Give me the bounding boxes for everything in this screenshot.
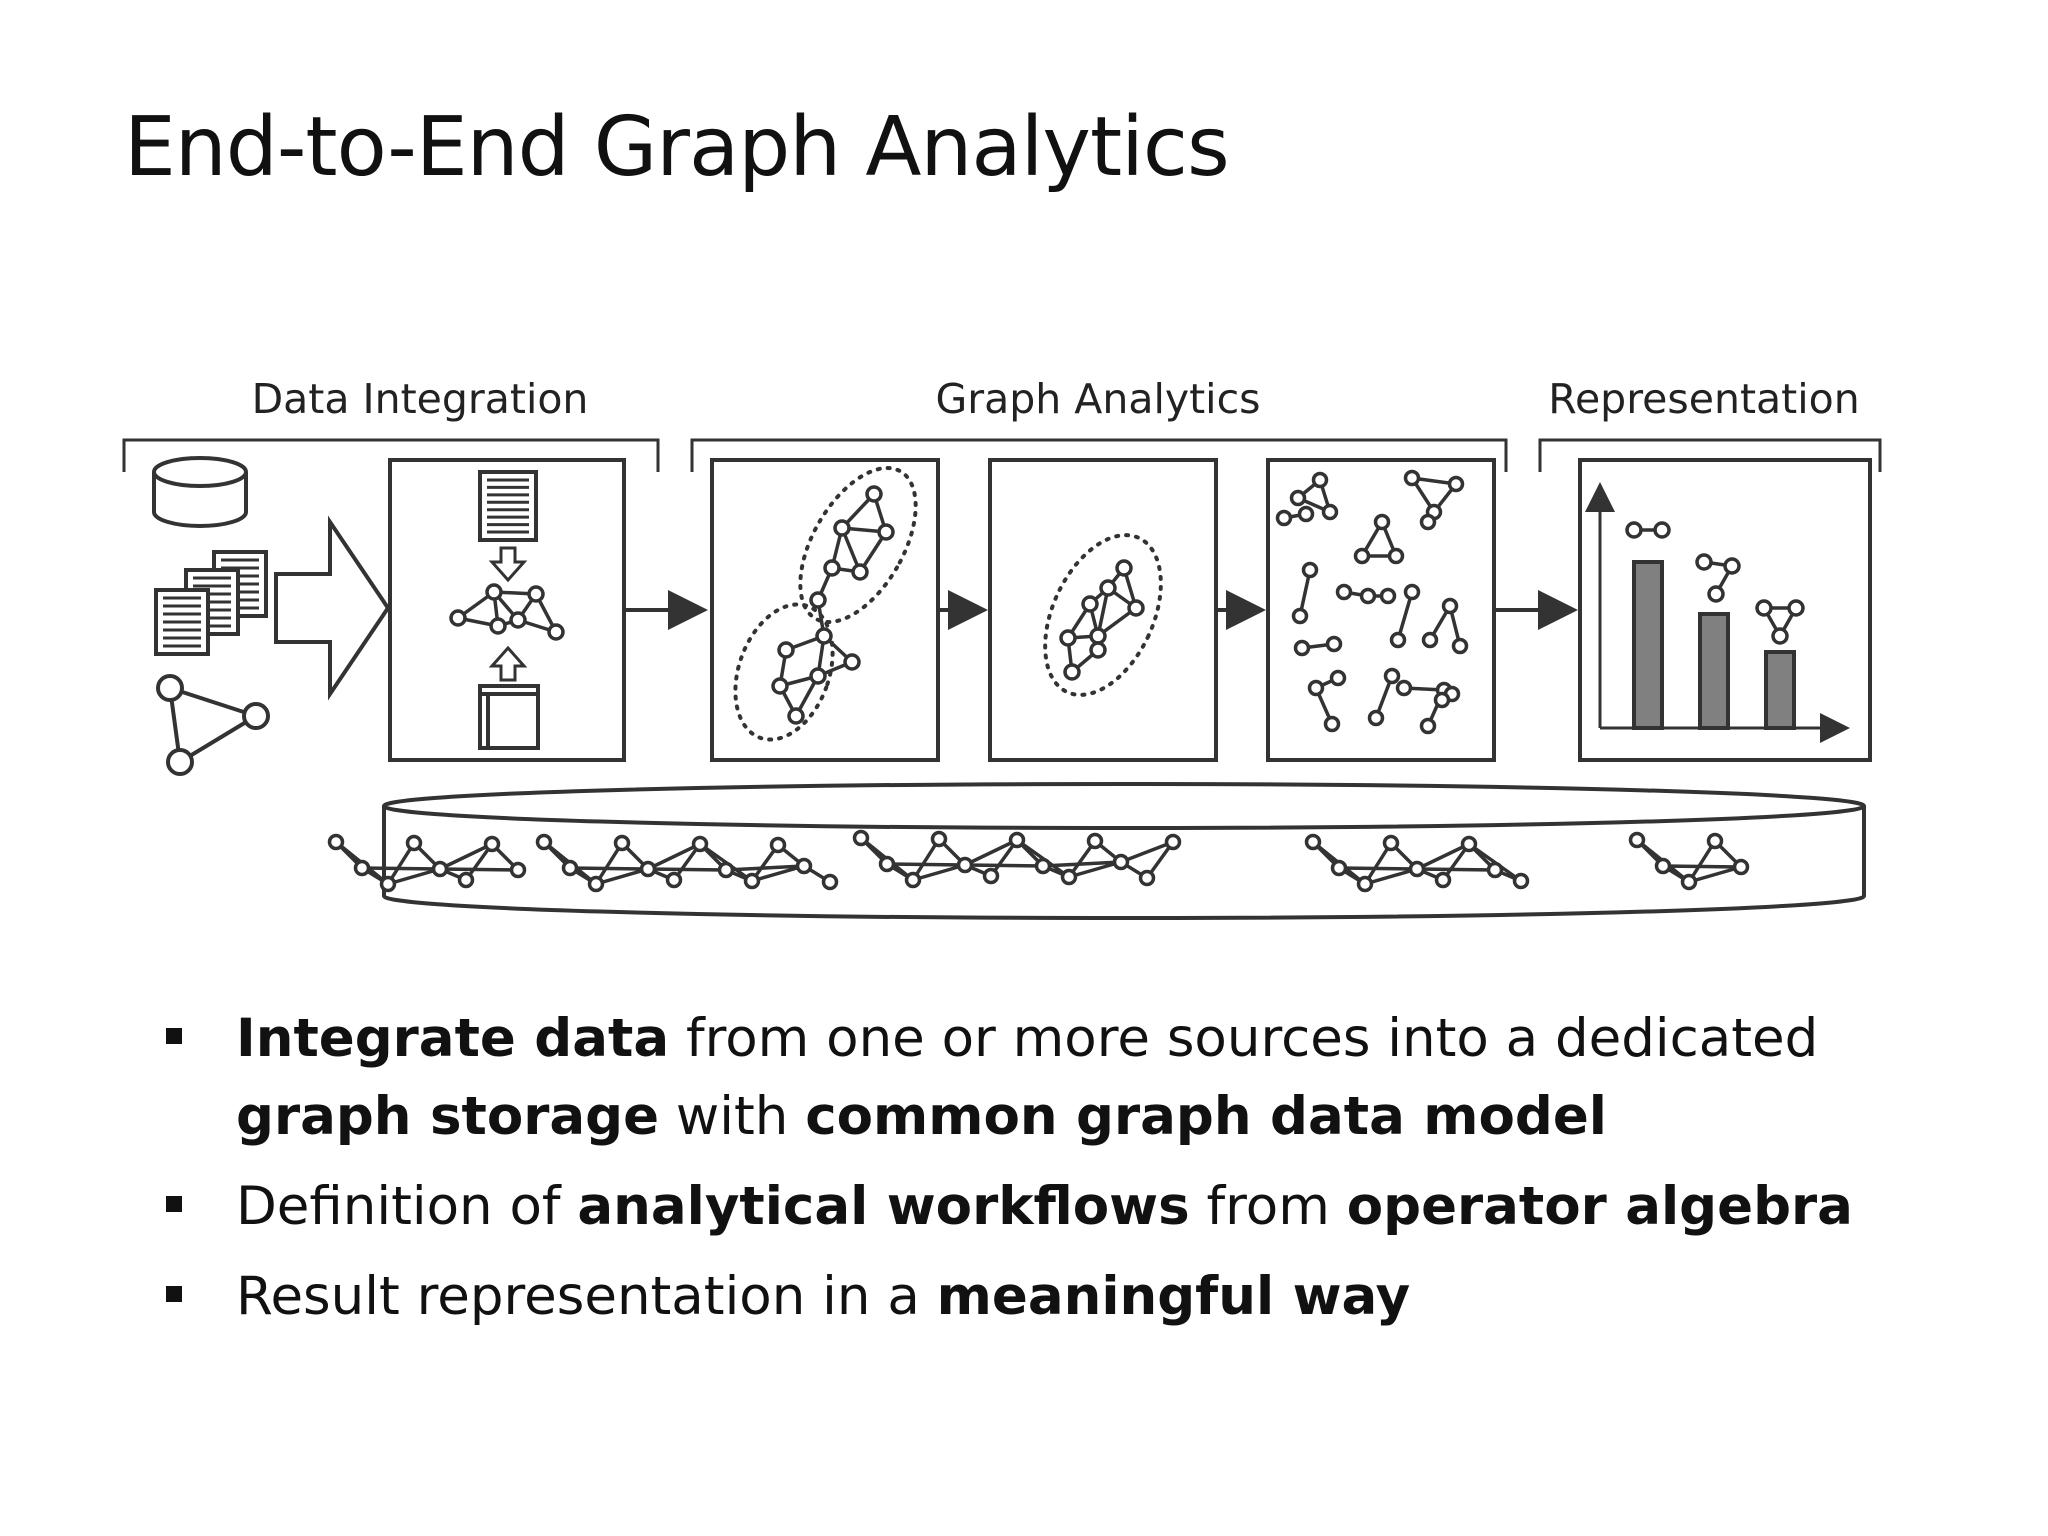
bullet-marker-icon <box>166 1028 182 1044</box>
window-icon <box>480 686 538 748</box>
bullet-text: from <box>1190 1176 1347 1237</box>
bullet-text: Result representation in a <box>236 1266 937 1327</box>
document-icon <box>480 472 536 540</box>
graph-storage-cylinder-icon <box>384 784 1864 918</box>
bullet-item: Result representation in a meaningful wa… <box>160 1258 1860 1336</box>
section-label-representation: Representation <box>1548 375 1859 423</box>
section-label-data-integration: Data Integration <box>252 375 589 423</box>
bar <box>1700 614 1728 728</box>
bullet-item: Definition of analytical workflows from … <box>160 1168 1860 1246</box>
bullet-emphasis: analytical workflows <box>577 1176 1189 1237</box>
bullet-emphasis: common graph data model <box>805 1086 1607 1147</box>
bullet-text: from one or more sources into a dedicate… <box>669 1008 1818 1069</box>
bullet-list: Integrate data from one or more sources … <box>160 1000 1860 1348</box>
bullet-text: with <box>659 1086 805 1147</box>
database-icon <box>154 458 246 526</box>
section-label-graph-analytics: Graph Analytics <box>936 375 1261 423</box>
documents-icon <box>156 552 266 654</box>
bullet-emphasis: operator algebra <box>1347 1176 1853 1237</box>
bullet-text: Definition of <box>236 1176 577 1237</box>
bullet-emphasis: Integrate data <box>236 1008 669 1069</box>
bullet-marker-icon <box>166 1286 182 1302</box>
panel-grouping <box>712 460 938 760</box>
bullet-emphasis: meaningful way <box>937 1266 1411 1327</box>
graph-icon <box>158 676 268 774</box>
bullet-marker-icon <box>166 1196 182 1212</box>
big-arrow-icon <box>276 522 388 694</box>
bullet-item: Integrate data from one or more sources … <box>160 1000 1860 1156</box>
bullet-emphasis: graph storage <box>236 1086 659 1147</box>
bar <box>1634 562 1662 728</box>
bar <box>1766 652 1794 728</box>
